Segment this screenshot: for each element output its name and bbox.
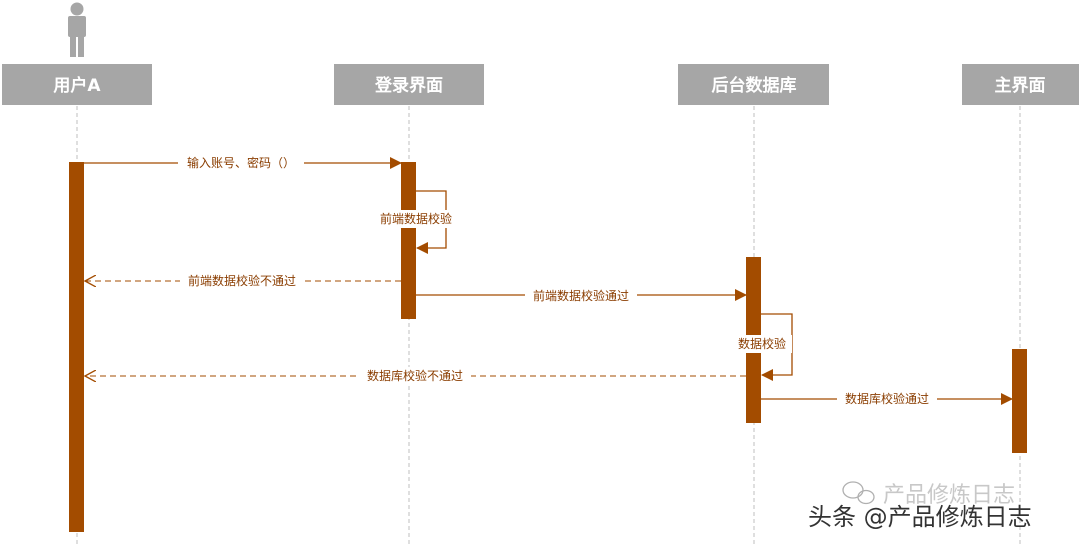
- participant-login: 登录界面: [334, 64, 484, 105]
- participant-label: 用户A: [53, 75, 101, 96]
- message-label: 数据库校验通过: [845, 391, 929, 406]
- message-label: 前端数据校验: [380, 211, 452, 226]
- message-label: 前端数据校验不通过: [188, 273, 296, 288]
- participant-label: 后台数据库: [712, 75, 797, 96]
- activation-user: [69, 162, 84, 532]
- message-label: 数据库校验不通过: [367, 368, 463, 383]
- participant-backend: 后台数据库: [678, 64, 829, 105]
- message-label: 前端数据校验通过: [533, 288, 629, 303]
- activation-login: [401, 162, 416, 319]
- wechat-logo-icon: [842, 481, 875, 505]
- participant-main: 主界面: [962, 64, 1079, 105]
- activation-main: [1012, 349, 1027, 453]
- message-label: 数据校验: [738, 336, 786, 351]
- participant-label: 主界面: [995, 75, 1046, 96]
- watermark: 产品修炼日志 头条 @产品修炼日志: [808, 481, 1032, 531]
- message-label: 输入账号、密码（）: [187, 155, 295, 170]
- person-icon: [68, 2, 86, 57]
- watermark-text: 头条 @产品修炼日志: [808, 503, 1032, 531]
- watermark-faint-text: 产品修炼日志: [883, 483, 1015, 508]
- participant-label: 登录界面: [374, 75, 443, 96]
- participant-user: 用户A: [2, 64, 152, 105]
